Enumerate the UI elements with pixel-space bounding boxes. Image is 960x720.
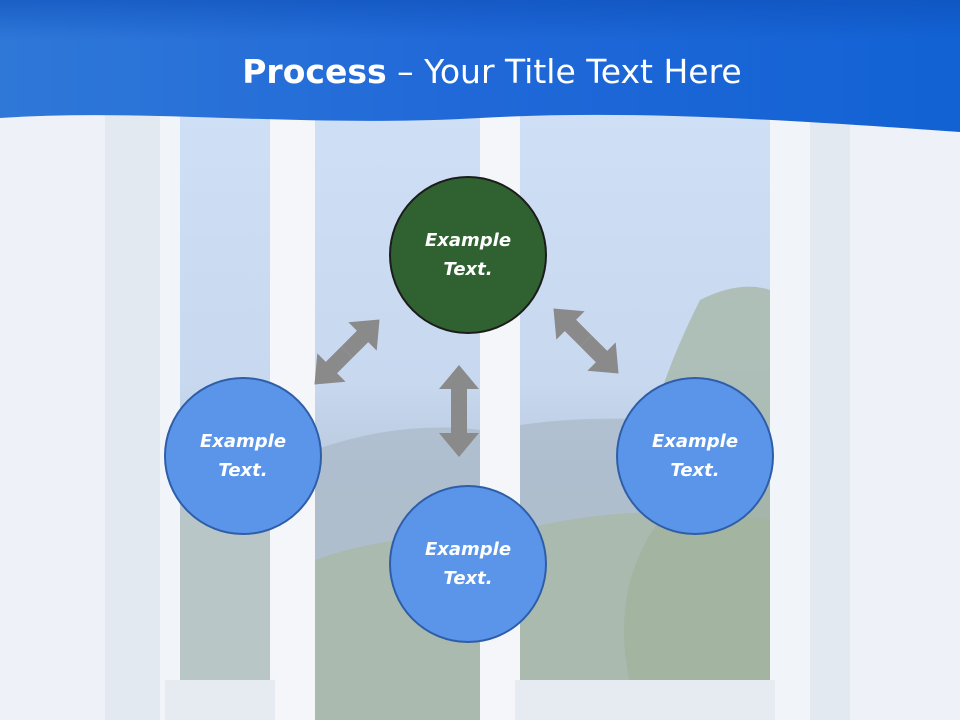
title-dash: – <box>386 52 425 91</box>
double-arrow-left-icon <box>314 319 380 385</box>
node-left-label: Example Text. <box>199 431 287 481</box>
title-bold: Process <box>242 52 387 91</box>
slide-title: Process – Your Title Text Here <box>0 52 960 91</box>
node-bottom-label: Example Text. <box>424 539 512 589</box>
node-right-label: Example Text. <box>651 431 739 481</box>
title-text: Your Title Text Here <box>424 52 742 91</box>
double-arrow-vertical-icon <box>439 365 479 457</box>
node-top-label: Example Text. <box>424 230 512 280</box>
process-node-top[interactable]: Example Text. <box>389 176 547 334</box>
process-node-bottom[interactable]: Example Text. <box>389 485 547 643</box>
process-node-left[interactable]: Example Text. <box>164 377 322 535</box>
double-arrow-right-icon <box>553 308 619 374</box>
process-node-right[interactable]: Example Text. <box>616 377 774 535</box>
